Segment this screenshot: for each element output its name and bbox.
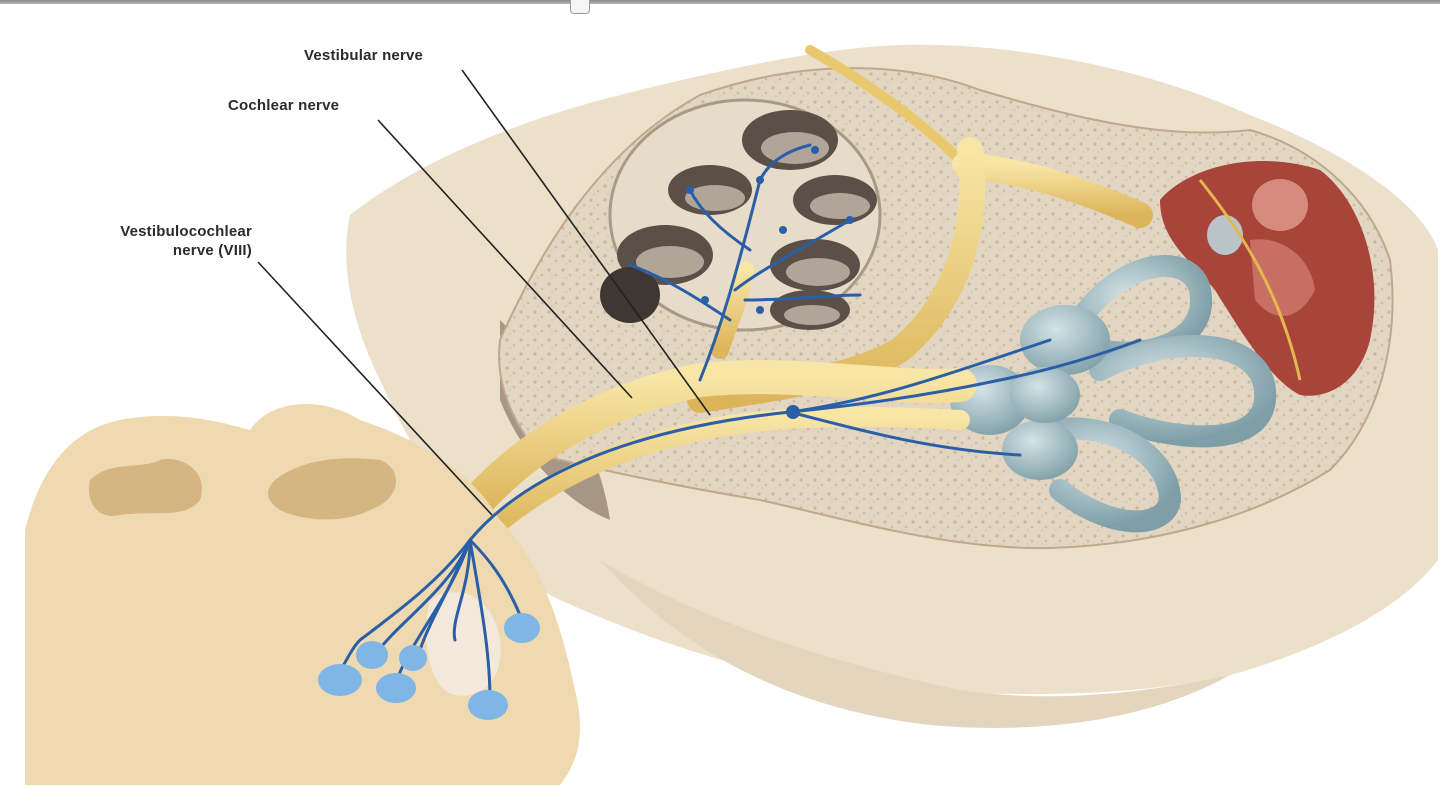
vestibular-labyrinth: [1039, 255, 1277, 533]
middle-ear-cavity: [1160, 161, 1375, 396]
vestibular-nuclei: [318, 613, 540, 720]
ampullae: [950, 305, 1110, 480]
label-vestibulocochlear-line2: nerve (VIII): [172, 242, 252, 259]
label-cochlear-nerve: Cochlear nerve: [228, 97, 340, 114]
leader-lines: [257, 69, 711, 516]
nerve-fibers: [338, 143, 1142, 702]
resize-handle[interactable]: [570, 0, 590, 14]
nerve-ganglia: [686, 146, 854, 419]
label-vestibulocochlear-line1: Vestibulocochlear: [120, 223, 252, 240]
label-vestibular-nerve: Vestibular nerve: [304, 47, 424, 64]
cochlea: [600, 98, 882, 332]
window-top-edge: [0, 0, 1440, 4]
brainstem: [25, 403, 580, 785]
label-vestibulocochlear-nerve: Vestibulocochlear nerve (VIII): [72, 222, 252, 260]
